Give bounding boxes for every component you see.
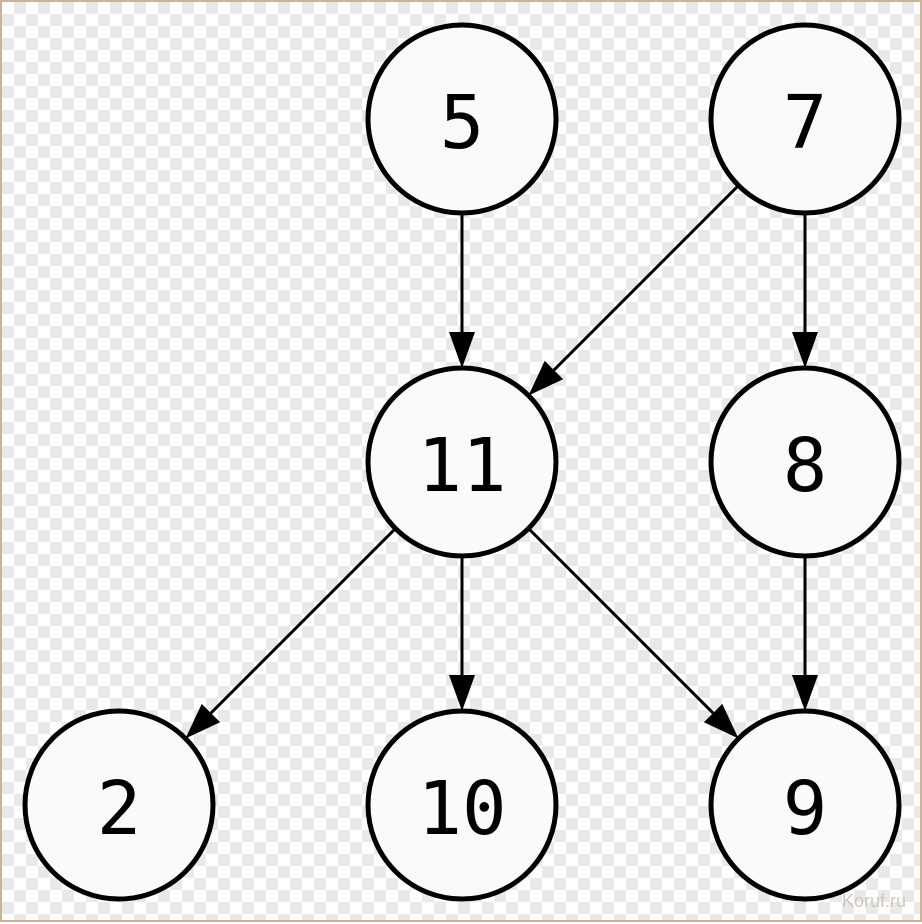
arrowhead <box>449 675 475 711</box>
edge-n11-n10 <box>449 556 475 711</box>
node-circle <box>708 708 902 902</box>
arrowhead <box>703 703 739 739</box>
arrowhead <box>449 332 475 368</box>
watermark: Koruf.ru <box>841 891 906 911</box>
edge-n11-n2 <box>185 527 397 739</box>
arrowhead <box>528 360 564 396</box>
edges-layer <box>185 184 818 739</box>
edge-n8-n9 <box>792 556 818 711</box>
edge-n7-n11 <box>528 184 740 396</box>
node-5: 5 <box>365 22 559 216</box>
node-8: 8 <box>708 365 902 559</box>
edge-line <box>209 527 397 715</box>
node-2: 2 <box>22 708 216 902</box>
edge-n5-n11 <box>449 213 475 368</box>
node-label: 5 <box>440 80 485 166</box>
node-9: 9 <box>708 708 902 902</box>
node-circle <box>708 22 902 216</box>
node-label: 9 <box>783 766 828 852</box>
nodes-layer: 5 7 11 8 2 10 9 <box>22 22 902 902</box>
node-7: 7 <box>708 22 902 216</box>
edge-line <box>552 184 740 372</box>
arrowhead <box>792 675 818 711</box>
node-circle <box>365 708 559 902</box>
node-label: 11 <box>417 423 506 509</box>
node-label: 10 <box>417 766 506 852</box>
node-10: 10 <box>365 708 559 902</box>
node-circle <box>365 22 559 216</box>
node-circle <box>22 708 216 902</box>
node-circle <box>365 365 559 559</box>
edge-line <box>527 527 715 715</box>
edge-n7-n8 <box>792 213 818 368</box>
node-label: 8 <box>783 423 828 509</box>
edge-n11-n9 <box>527 527 739 739</box>
node-circle <box>708 365 902 559</box>
node-11: 11 <box>365 365 559 559</box>
arrowhead <box>792 332 818 368</box>
node-label: 7 <box>783 80 828 166</box>
arrowhead <box>185 703 221 739</box>
node-label: 2 <box>97 766 142 852</box>
